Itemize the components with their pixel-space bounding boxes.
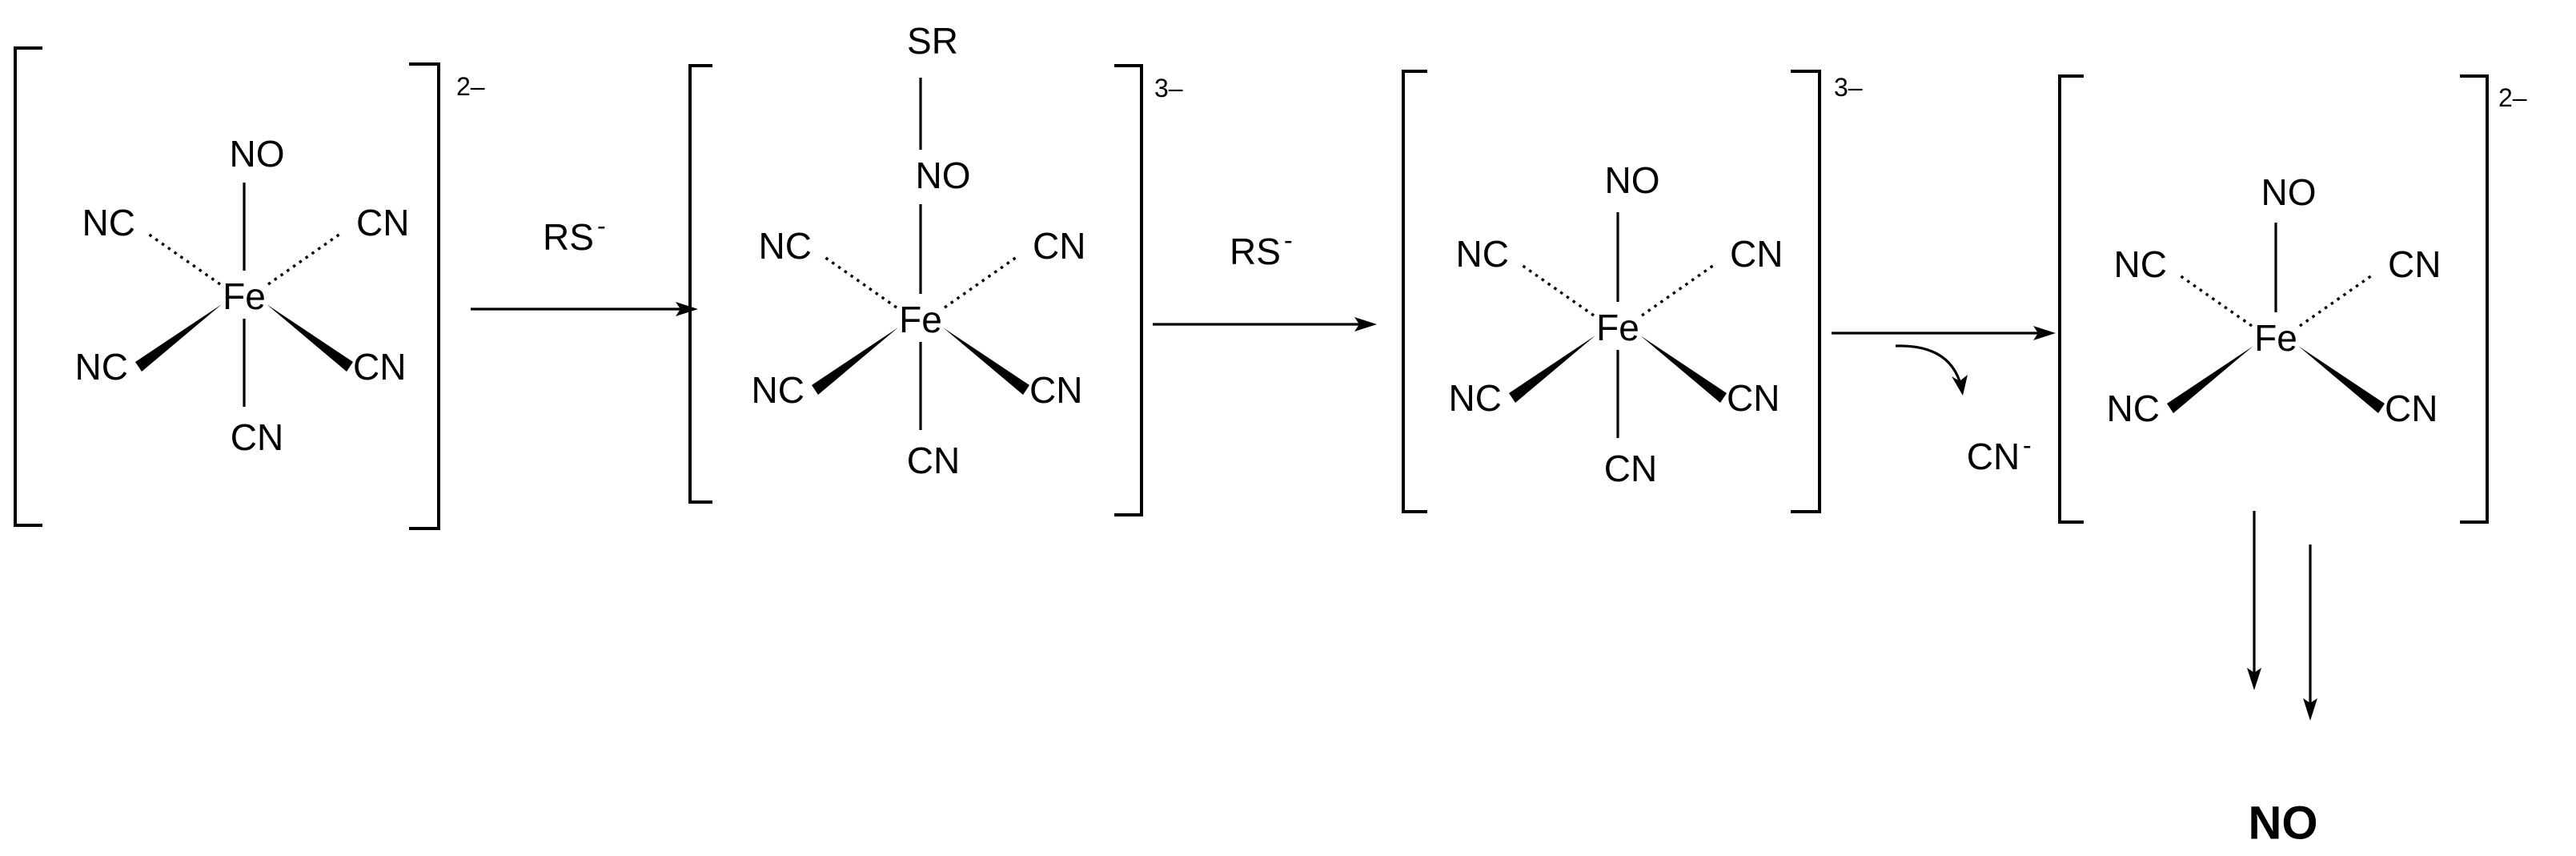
complex-1: 2– Fe NO NC CN NC CN CN xyxy=(14,46,485,530)
metal-center: Fe xyxy=(2254,317,2297,359)
wedge-bond-lower-left xyxy=(1509,336,1595,403)
reagent-charge: - xyxy=(1284,226,1293,255)
wedge-bond-lower-left xyxy=(135,304,222,372)
ligand-top: NO xyxy=(1605,159,1660,201)
arrow-head xyxy=(1354,317,1377,332)
wedge-bond-lower-left xyxy=(2167,346,2253,413)
charge-label: 2– xyxy=(456,72,485,101)
ligand-upper-left: NC xyxy=(759,225,812,267)
ligand-bottom: CN xyxy=(1604,448,1657,489)
charge-label: 3– xyxy=(1154,74,1183,102)
charge-label: 3– xyxy=(1834,73,1863,102)
reaction-arrow-3: CN - xyxy=(1832,326,2056,477)
ligand-upper-right: CN xyxy=(1730,233,1783,275)
complex-3: 3– Fe NO NC CN NC CN CN xyxy=(1402,70,1863,513)
right-bracket xyxy=(1791,70,1821,513)
wedge-bond-lower-right xyxy=(2298,346,2385,413)
wedge-bond-lower-left xyxy=(812,328,898,395)
release-double-arrow xyxy=(2247,511,2317,721)
final-product-label: NO xyxy=(2249,798,2318,850)
charge-label: 2– xyxy=(2498,83,2527,112)
hashed-bond-upper-right xyxy=(2299,274,2373,328)
ligand-lower-right: CN xyxy=(1727,377,1780,419)
wedge-bond-lower-right xyxy=(267,304,353,372)
ligand-lower-left: NC xyxy=(752,369,804,411)
arrow-head xyxy=(2033,326,2056,340)
wedge-bond-lower-right xyxy=(1640,336,1727,403)
ligand-bottom: CN xyxy=(231,416,283,458)
arrow-head-left xyxy=(2247,668,2261,690)
metal-center: Fe xyxy=(223,275,266,317)
ligand-lower-left: NC xyxy=(75,346,128,388)
hashed-bond-upper-left xyxy=(2179,274,2253,328)
reagent-label: RS xyxy=(1230,231,1281,272)
metal-center: Fe xyxy=(1596,307,1639,348)
hashed-bond-upper-right xyxy=(267,232,341,286)
right-bracket xyxy=(409,62,440,530)
right-bracket xyxy=(2460,74,2489,524)
wedge-bond-lower-right xyxy=(943,328,1029,395)
reagent-charge: - xyxy=(597,211,606,240)
ligand-top: NO xyxy=(2261,171,2317,213)
arrow-head xyxy=(676,302,698,316)
complex-2: 3– Fe NO SR NC CN NC CN CN xyxy=(688,20,1183,516)
left-bracket xyxy=(1402,70,1427,513)
arrow-head-right xyxy=(2303,698,2317,721)
left-bracket xyxy=(2058,74,2084,524)
ligand-upper-left: NC xyxy=(1456,233,1509,275)
curved-arrow-head xyxy=(1952,375,1968,396)
curved-release-arrow xyxy=(1895,344,1961,382)
ligand-upper-left: NC xyxy=(82,202,135,243)
ligand-top: NO xyxy=(916,155,971,196)
right-bracket xyxy=(1114,64,1143,516)
hashed-bond-upper-left xyxy=(824,255,897,309)
ligand-upper-right: CN xyxy=(356,202,409,243)
hashed-bond-upper-left xyxy=(1521,263,1595,317)
ligand-lower-right: CN xyxy=(353,346,406,388)
byproduct-charge: - xyxy=(2023,431,2032,460)
metal-center: Fe xyxy=(899,299,942,340)
hashed-bond-upper-left xyxy=(147,232,221,286)
ligand-lower-left: NC xyxy=(1449,377,1502,419)
complex-4: 2– Fe NO NC CN NC CN xyxy=(2058,74,2527,524)
reaction-arrow-2: RS - xyxy=(1153,226,1377,332)
ligand-bottom: CN xyxy=(907,440,960,481)
ligand-upper-left: NC xyxy=(2114,243,2167,285)
ligand-upper-right: CN xyxy=(1033,225,1085,267)
reaction-arrow-1: RS - xyxy=(471,211,698,316)
ligand-upper-right: CN xyxy=(2388,243,2441,285)
reagent-label: RS xyxy=(543,216,594,258)
ligand-lower-left: NC xyxy=(2107,388,2160,429)
left-bracket xyxy=(14,46,42,527)
hashed-bond-upper-right xyxy=(1641,263,1715,317)
ligand-top: NO xyxy=(230,133,285,175)
ligand-lower-right: CN xyxy=(2385,388,2438,429)
hashed-bond-upper-right xyxy=(944,255,1017,309)
left-bracket xyxy=(688,64,712,504)
ligand-thiolate: SR xyxy=(907,20,958,62)
ligand-lower-right: CN xyxy=(1029,369,1082,411)
byproduct-label: CN xyxy=(1967,436,2020,477)
